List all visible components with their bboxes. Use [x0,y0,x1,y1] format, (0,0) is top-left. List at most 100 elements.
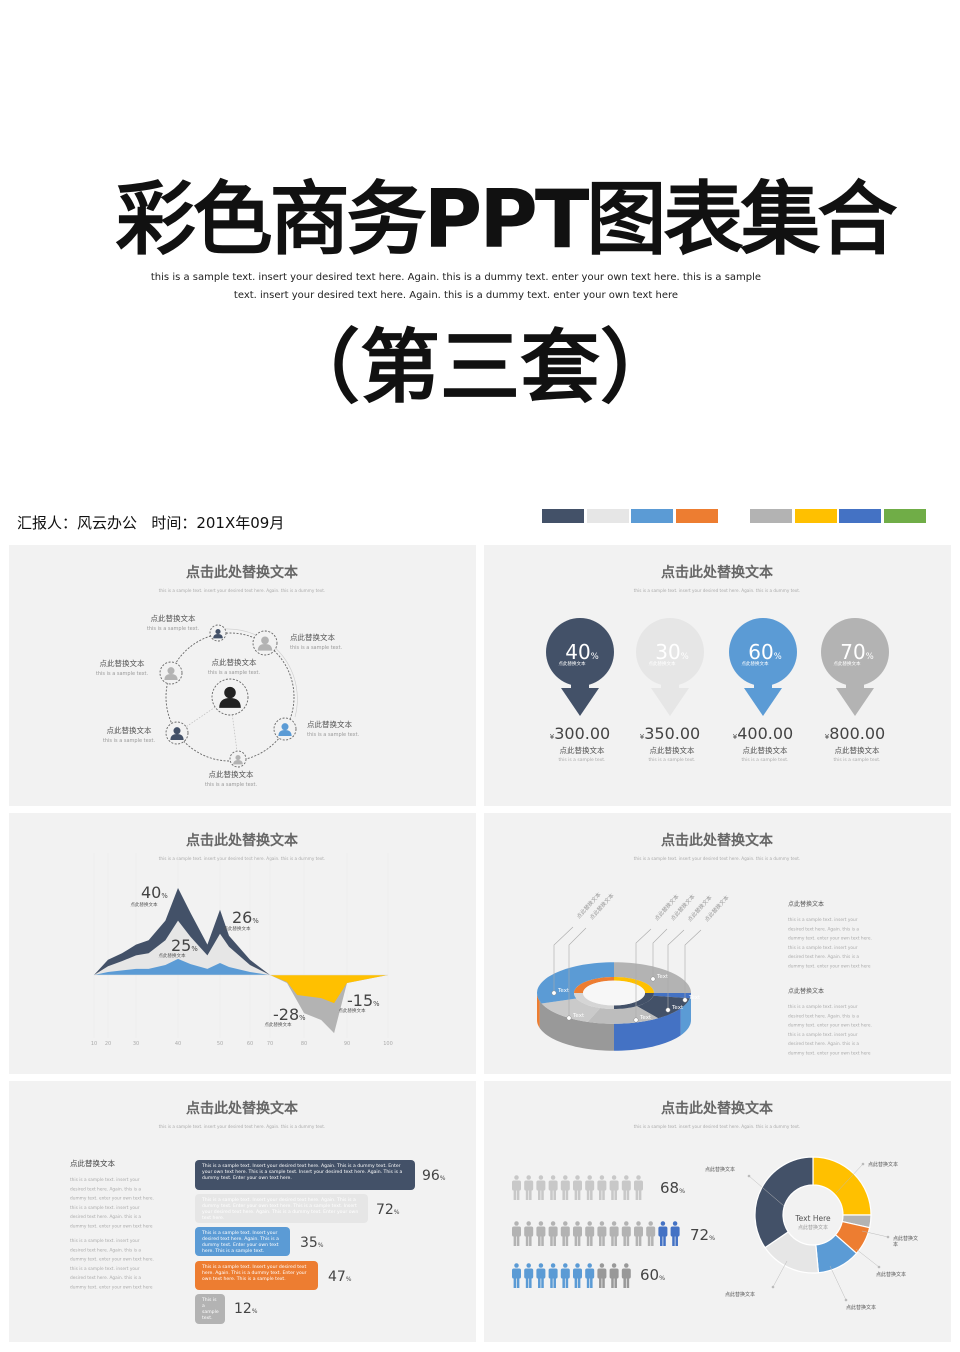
person-icon [524,1221,534,1246]
person-icon [621,1175,631,1200]
person-icon [548,1263,558,1288]
person-icon [634,1221,643,1246]
paragraph-line: this is a sample text. insert your [70,1266,140,1272]
ring [165,632,295,762]
pin-marker [821,618,889,716]
price: ¥350.00 [640,724,700,743]
unit: % [318,1243,324,1249]
node-sub: this is a sample text. [205,782,258,788]
value: 25 [171,936,191,955]
value: 60 [748,640,773,664]
person-icon [634,1175,643,1200]
person-icon [585,1175,595,1200]
inner-ring-segment [614,993,654,1009]
x-tick-label: 80 [301,1041,307,1047]
ring-side [537,993,540,1028]
bars-heading: 点此替换文本 [70,1158,115,1168]
person-icon [512,1175,521,1200]
paragraph-line: desired text here. Again. this is a [70,1214,141,1220]
panel-description: this is a sample text. insert your desir… [159,856,326,861]
color-swatch [750,509,792,523]
price-label: 点此替换文本 [560,745,605,755]
percent-value: 60% [640,1266,665,1284]
paragraph-line: desired text here. Again. this is a [70,1275,141,1281]
leader-dot [886,1235,890,1239]
unit: % [252,1309,258,1315]
unit: % [679,1188,685,1195]
inner-ring-segment [614,977,654,993]
percent-value: 72% [690,1226,715,1244]
person-icon [597,1221,607,1246]
node-sub: this is a sample text. [96,671,149,677]
person-icon [560,1221,570,1246]
x-tick-label: 60 [247,1041,253,1047]
bar-text: This is a sample text. Insert your desir… [202,1198,359,1221]
paragraph-line: dummy text. enter your own text here. [70,1196,154,1202]
annotation-caption: 点此替换文本 [339,1007,366,1014]
percent-value: 47% [328,1269,352,1285]
pin-caption: 点此替换文本 [649,660,676,667]
time: 时间：201X年09月 [151,514,285,532]
point-label: Text [639,1015,652,1021]
value: 60 [640,1266,659,1284]
donut-label: 点此替换文 [893,1235,918,1242]
ring-hole [583,980,645,1006]
unit: % [346,1277,352,1283]
value: 70 [840,640,865,664]
price-label: 点此替换文本 [650,745,695,755]
point-label: Text [557,988,570,994]
price-sub: this is a sample text. [834,757,881,763]
center-label: 点此替换文本 [212,657,257,667]
x-tick-label: 100 [383,1041,393,1047]
bar-text: This is a sample text. Insert your desir… [202,1164,403,1181]
value: 12 [234,1301,252,1317]
panel-description: this is a sample text. insert your desir… [159,588,326,593]
panel-description: this is a sample text. insert your desir… [634,1124,801,1129]
area-series-4 [270,975,388,1004]
percent-value: 12% [234,1301,258,1317]
color-swatch [631,509,673,523]
node-label: 点此替换文本 [100,658,145,668]
x-tick-label: 30 [133,1041,139,1047]
person-icon [560,1175,570,1200]
unit: % [299,1014,306,1022]
value: 96 [422,1168,440,1184]
donut-slice [754,1156,814,1249]
block-heading: 点此替换文本 [788,987,824,995]
price-sub: this is a sample text. [649,757,696,763]
percent-value: 30% [655,640,688,664]
leader-line [829,1265,847,1301]
person-icon [609,1175,619,1200]
block-line: desired text here. Again. this is a [788,954,859,960]
percent-value: 40% [141,883,168,902]
node-sub: this is a sample text. [307,732,360,738]
x-tick-label: 40 [175,1041,181,1047]
paragraph-line: dummy text. enter your own text here [70,1224,153,1230]
pin-marker [729,618,797,716]
unit: % [866,651,874,661]
value: 40 [565,640,590,664]
currency: ¥ [640,733,645,741]
paragraph-line: this is a sample text. insert your [70,1177,140,1183]
donut-center-sub: 点此替换文本 [798,1224,828,1231]
panel-description: this is a sample text. insert your desir… [634,856,801,861]
donut-slice [812,1156,872,1216]
price: ¥300.00 [550,724,610,743]
value: 72 [690,1226,709,1244]
bar-text: This is a sample text. Insert your desir… [202,1231,279,1254]
price-value: 300.00 [554,724,610,743]
ring-segment [636,995,690,1019]
callout-line [553,926,574,993]
percent-value: 60% [748,640,781,664]
color-swatch [676,509,718,523]
person-icon [609,1263,619,1288]
percent-value: 68% [660,1179,685,1197]
annotation-caption: 点此替换文本 [224,925,251,932]
person-icon [524,1175,534,1200]
donut-label: 点此替换文本 [846,1304,876,1311]
person-icon [548,1175,558,1200]
